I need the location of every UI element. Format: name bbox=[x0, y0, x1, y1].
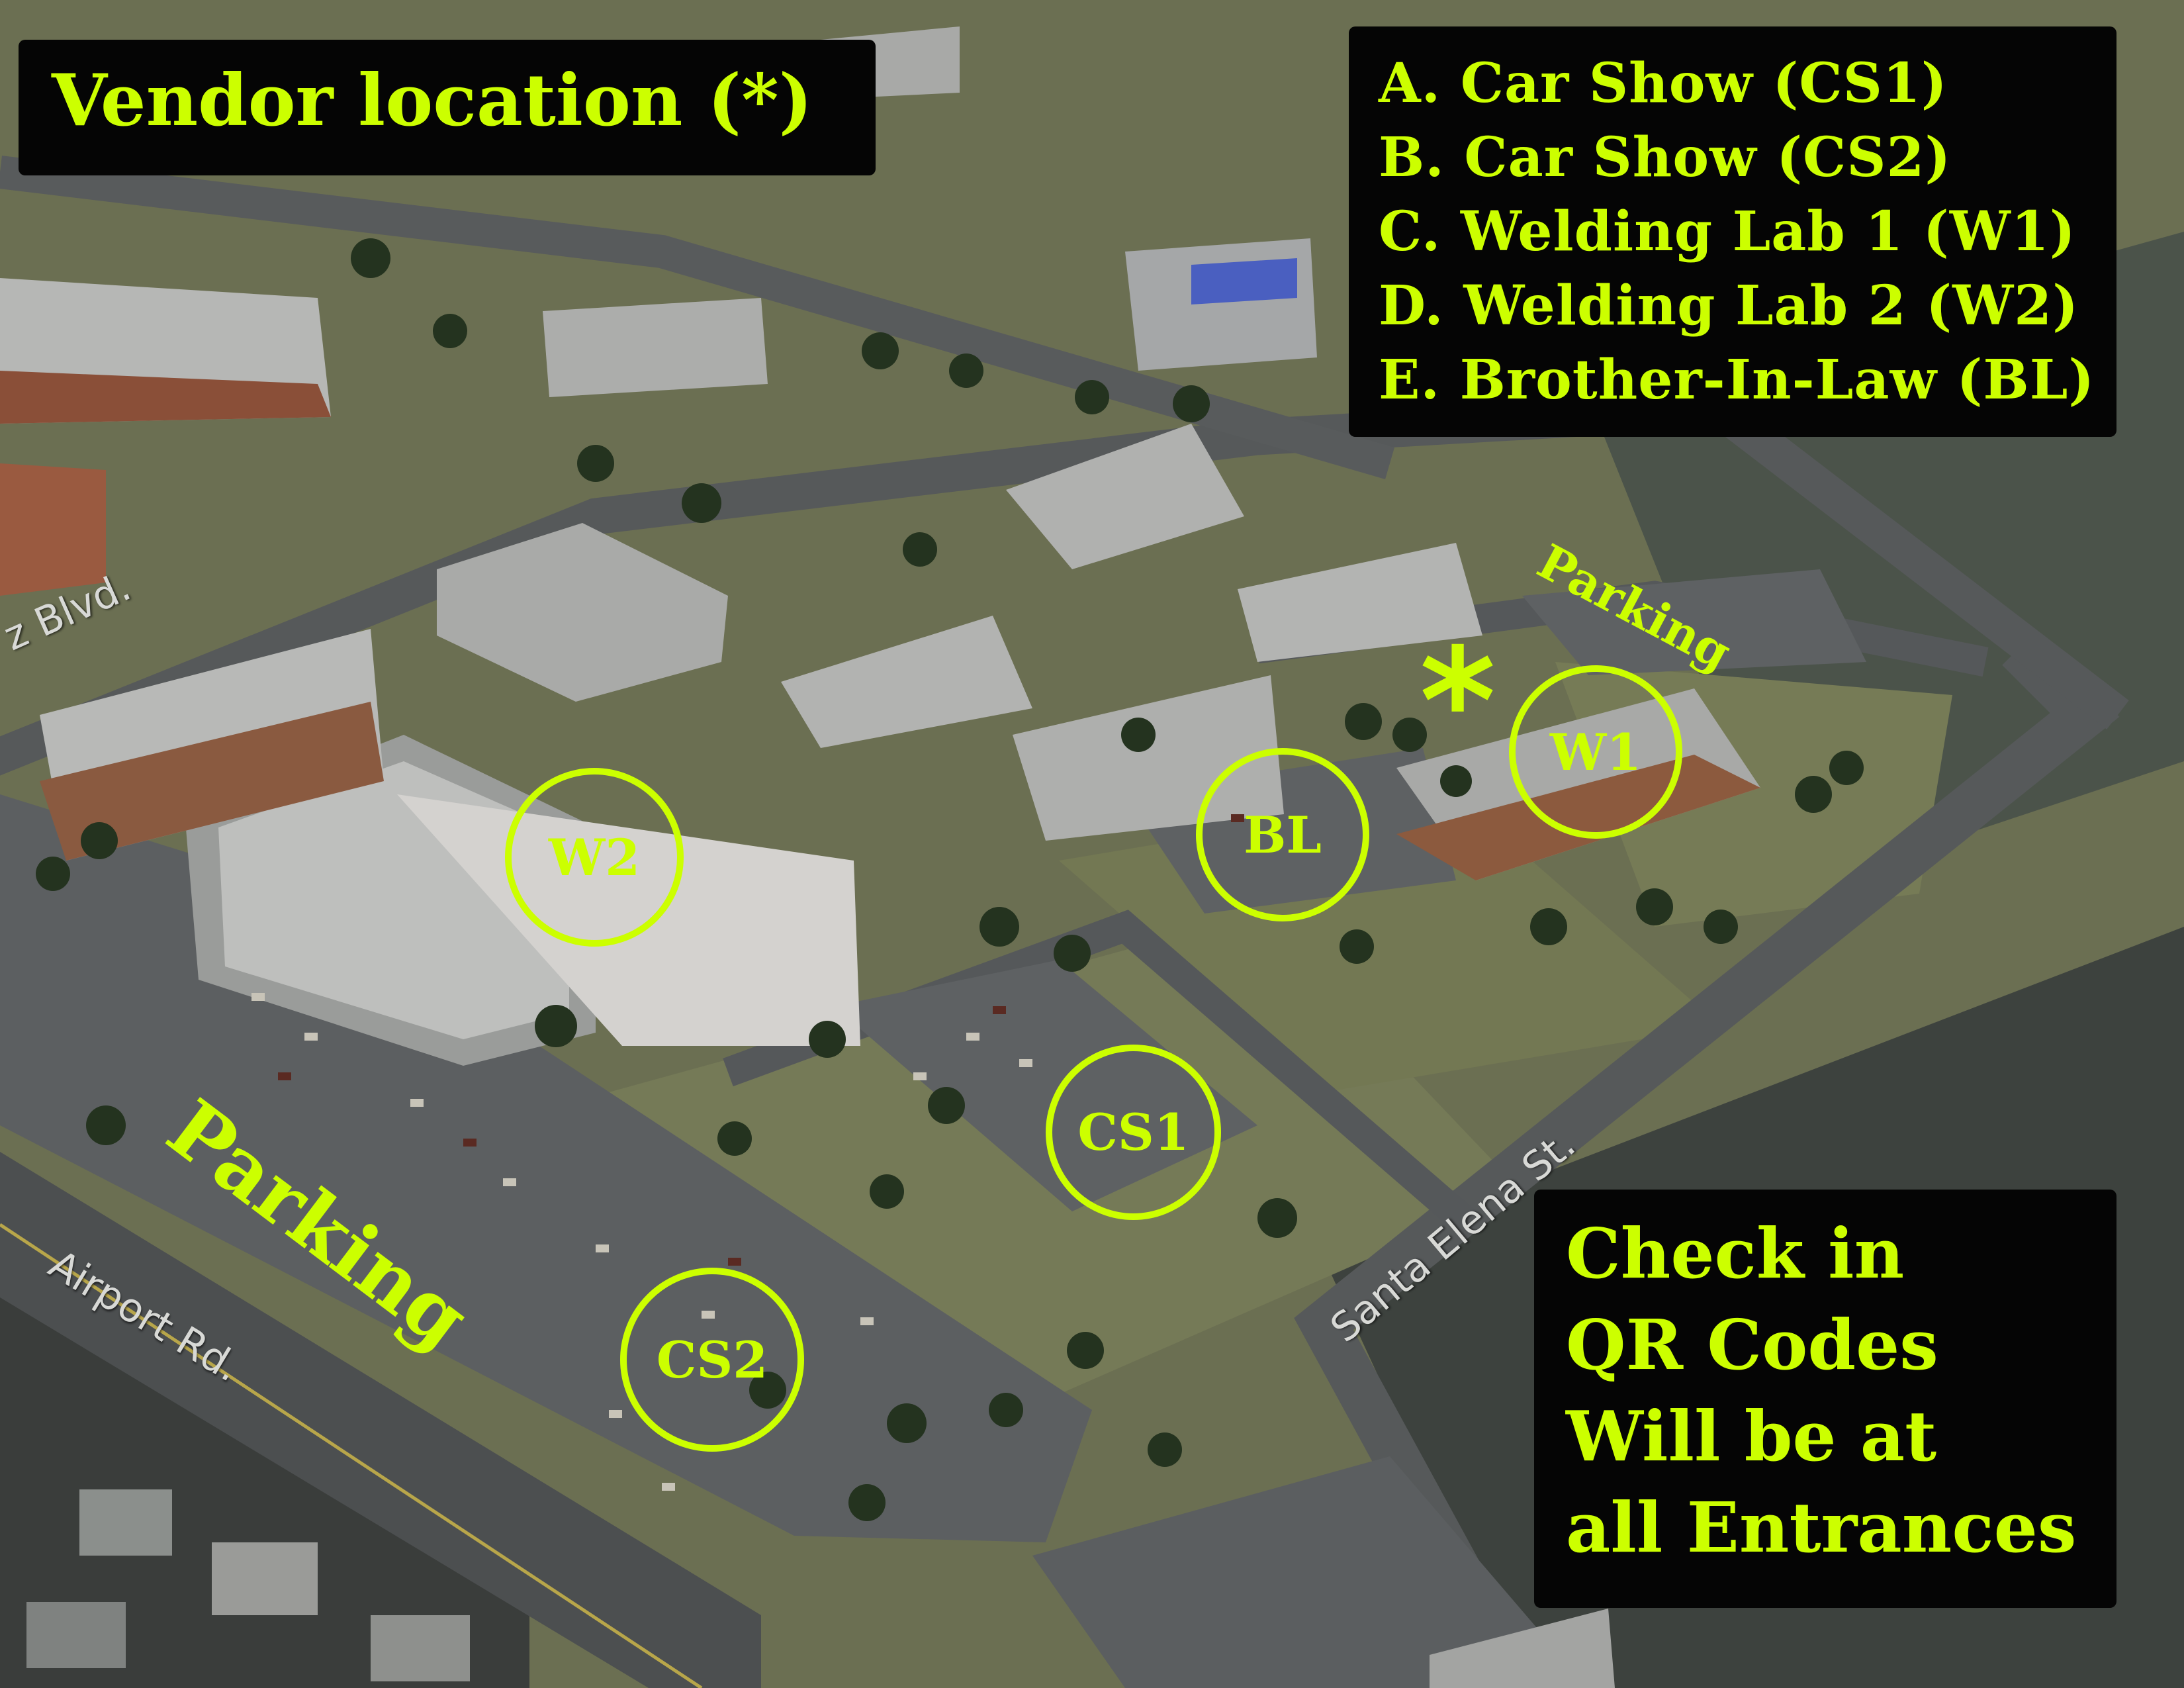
vendor-location-panel: Vendor location (*) bbox=[19, 40, 876, 175]
legend-item-brother-in-law: E. Brother-In-Law (BL) bbox=[1379, 348, 2095, 412]
check-in-line-3: Will be at bbox=[1566, 1395, 1937, 1477]
marker-cs2: CS2 bbox=[620, 1268, 804, 1452]
marker-cs1: CS1 bbox=[1046, 1045, 1221, 1220]
legend-panel: A. Car Show (CS1) B. Car Show (CS2) C. W… bbox=[1349, 26, 2116, 437]
marker-cs1-label: CS1 bbox=[1077, 1103, 1189, 1162]
marker-w1: W1 bbox=[1509, 665, 1682, 839]
marker-w2-label: W2 bbox=[548, 827, 641, 887]
marker-bl: BL bbox=[1196, 748, 1369, 921]
check-in-line-4: all Entrances bbox=[1566, 1487, 2077, 1568]
marker-cs2-label: CS2 bbox=[656, 1330, 768, 1389]
legend-item-car-show-cs2: B. Car Show (CS2) bbox=[1379, 126, 1952, 189]
check-in-line-1: Check in bbox=[1566, 1213, 1905, 1294]
marker-w2: W2 bbox=[505, 768, 684, 947]
legend-item-car-show-cs1: A. Car Show (CS1) bbox=[1379, 52, 1948, 115]
vendor-asterisk-marker: * bbox=[1420, 617, 1496, 786]
check-in-line-2: QR Codes bbox=[1566, 1304, 1938, 1385]
legend-item-welding-lab-1: C. Welding Lab 1 (W1) bbox=[1379, 200, 2076, 263]
marker-w1-label: W1 bbox=[1549, 722, 1642, 782]
marker-bl-label: BL bbox=[1244, 805, 1322, 865]
legend-item-welding-lab-2: D. Welding Lab 2 (W2) bbox=[1379, 274, 2079, 338]
check-in-panel: Check in QR Codes Will be at all Entranc… bbox=[1534, 1190, 2116, 1608]
vendor-location-title: Vendor location (*) bbox=[52, 59, 813, 142]
